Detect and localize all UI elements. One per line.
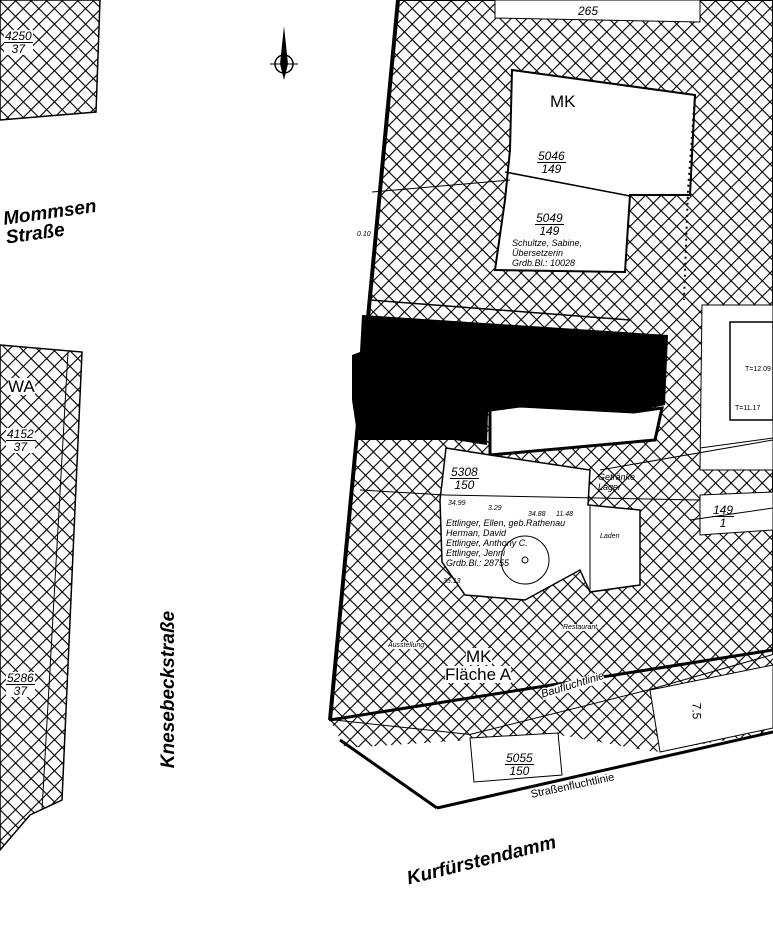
dim-2: 3.29: [488, 505, 502, 512]
zone-mk-bottom: MK: [466, 647, 492, 666]
dim-t2: T=11.17: [735, 405, 761, 412]
parcel-5055: [469, 732, 563, 783]
owners-5049: Schultze, Sabine, Übersetzerin Grdb.Bl.:…: [512, 238, 583, 268]
dim-6: 0.10: [357, 231, 371, 238]
north-arrow-icon: [270, 26, 298, 80]
building-mk-top: [493, 68, 697, 274]
dim-t1: T=12.09: [745, 366, 771, 373]
north-label: N: [281, 60, 287, 67]
parcel-265: 265: [578, 4, 599, 18]
use-getraenke-lager: Getränke Lager: [598, 472, 636, 492]
dim-5: 35.13: [443, 578, 461, 585]
dim-1: 34.99: [448, 500, 466, 507]
left-top-block: [0, 0, 101, 121]
dim-7-5: 7.5: [689, 702, 704, 720]
left-mid-block: [0, 344, 83, 852]
white-7-5: [649, 664, 773, 753]
use-laden: Laden: [600, 533, 620, 540]
zone-mk-top: MK: [550, 92, 576, 111]
street-knesebeck: Knesebeckstraße: [158, 610, 180, 769]
dim-4: 11.48: [556, 511, 573, 518]
strassenfluchtlinie: [436, 730, 773, 810]
dim-3: 34.88: [528, 511, 546, 518]
use-ausstellung: Ausstellung: [388, 642, 425, 649]
building-right: [729, 321, 773, 421]
zone-flaeche-a: Fläche A: [445, 665, 512, 684]
owners-5308: Ettlinger, Ellen, geb.Rathenau Herman, D…: [446, 518, 566, 568]
zone-wa: WA: [8, 377, 35, 396]
black-building: [352, 315, 668, 445]
parcel-265: [494, 0, 701, 23]
use-restaurant: Restaurant: [563, 624, 598, 631]
